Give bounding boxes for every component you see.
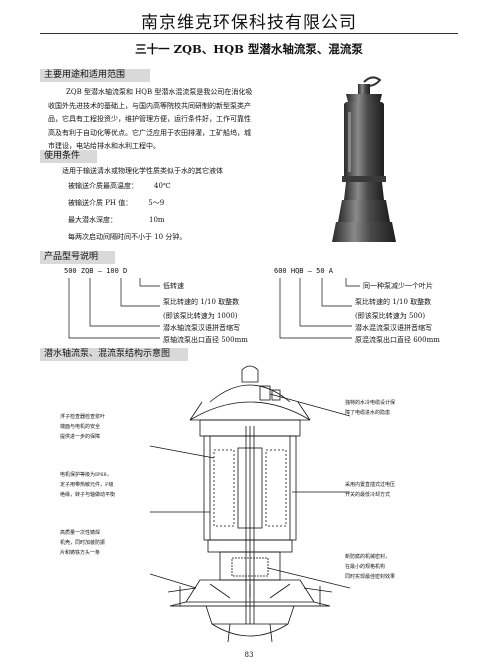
page-number: 83 — [244, 651, 254, 659]
condition-label: 被输送介质 PH 值： — [68, 199, 133, 207]
diagram-note-right-2: 采用内置直插式过电压 开关的最低冷却方式 — [345, 482, 396, 498]
model-right-item: 原混流泵出口直径 600mm — [355, 336, 440, 344]
condition-ph: 被输送介质 PH 值： 5～9 — [68, 197, 164, 210]
model-left-item: 低转速 — [163, 282, 184, 290]
condition-value: 40℃ — [154, 182, 171, 190]
usage-section-title: 主要用途和适用范围 — [40, 69, 150, 82]
model-code-zqb: 500 ZQB – 100 D — [64, 267, 128, 275]
model-code-hqb: 600 HQB – 50 A — [274, 267, 334, 275]
company-name: 南京维克环保科技有限公司 — [141, 13, 357, 33]
diagram-note-left-3: 高质量一次性铸焊 机壳，同时加装防振 片和铸铁方头一条 — [60, 530, 106, 556]
model-left-item: (即该泵比转速为 1000) — [163, 312, 238, 320]
usage-paragraph: ZQB 型潜水轴流泵和 HQB 型潜水混流泵是我公司在消化吸收国外先进技术的基础… — [48, 88, 253, 150]
conditions-note: 每两次启动间隔时间不小于 10 分钟。 — [68, 233, 187, 241]
diagram-note-right-1: 独特的水冷电缆设计保 障了电缆进水的隐患 — [345, 400, 396, 416]
condition-value: 10m — [149, 216, 165, 224]
model-left-item: 原轴流泵出口直径 500mm — [163, 336, 248, 344]
model-right-item: 泵比转速的 1/10 取整数 — [355, 298, 432, 306]
structure-section-title: 潜水轴流泵、混流泵结构示意图 — [40, 348, 188, 361]
model-left-item: 泵比转速的 1/10 取整数 — [163, 298, 240, 306]
diagram-note-right-3: 新防腐的机械密封， 在最小的规格机构 同时实现最佳密封效果 — [345, 554, 396, 580]
model-left-item: 潜水轴流泵汉语拼音缩写 — [163, 324, 240, 332]
condition-value: 5～9 — [148, 199, 165, 207]
model-section-title: 产品型号说明 — [40, 251, 115, 264]
header-divider — [40, 33, 458, 34]
condition-label: 最大潜水深度： — [68, 216, 117, 224]
page-title: 三十一 ZQB、HQB 型潜水轴流泵、混流泵 — [135, 42, 363, 56]
conditions-section-title: 使用条件 — [40, 150, 97, 163]
diagram-note-left-1: 浮子检查器检查浆叶 端面与电机的安全 提供进一步的保障 — [60, 414, 106, 440]
diagram-note-left-2: 电机保护等级为IP68， 定子用带热敏元件，F级 绝缘，转子与轴做动平衡 — [60, 472, 116, 498]
condition-label: 被输送介质最高温度： — [68, 182, 138, 190]
pump-photo — [332, 76, 396, 242]
conditions-intro: 适用于输送清水或物理化学性质类似于水的其它液体 — [62, 167, 223, 175]
condition-depth: 最大潜水深度： 10m — [68, 214, 165, 227]
model-right-item: 同一种泵减少一个叶片 — [363, 282, 433, 290]
model-bracket-lines — [68, 278, 360, 339]
condition-temperature: 被输送介质最高温度： 40℃ — [68, 180, 171, 193]
pump-structure-drawing — [150, 365, 350, 643]
model-right-item: (即该泵比转速为 500) — [355, 312, 426, 320]
model-right-item: 潜水混流泵汉语拼音缩写 — [355, 324, 432, 332]
